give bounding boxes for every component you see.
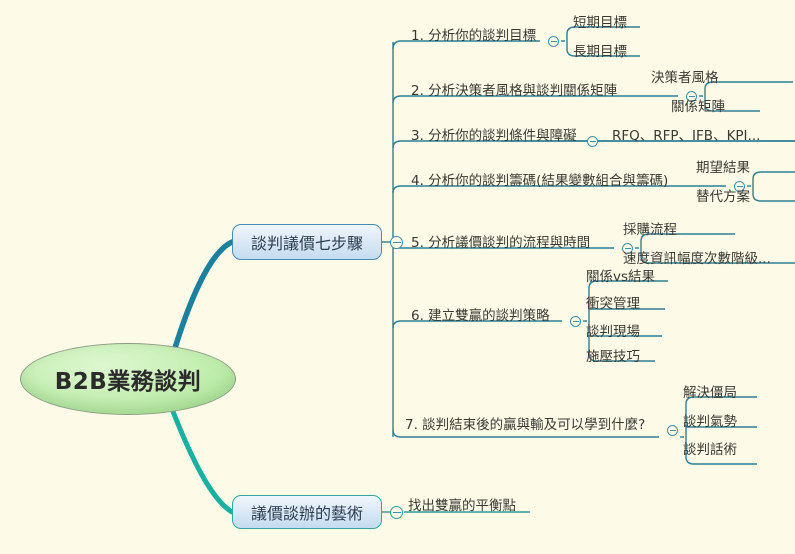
leaf-5-1[interactable]: 採購流程 xyxy=(623,222,677,238)
leaf-2-2[interactable]: 關係矩陣 xyxy=(671,99,725,115)
topic-3-label[interactable]: 3. 分析你的談判條件與障礙 xyxy=(411,128,577,144)
leaf-7-1[interactable]: 解決僵局 xyxy=(683,385,737,401)
topic-collapse-toggle-5[interactable] xyxy=(622,243,633,254)
leaf-7-2[interactable]: 談判氣勢 xyxy=(683,414,737,430)
branch-collapse-toggle-0[interactable] xyxy=(390,236,403,249)
leaf-4-2[interactable]: 替代方案 xyxy=(696,189,750,205)
root-node[interactable]: B2B業務談判 xyxy=(20,343,236,415)
topic-collapse-toggle-1[interactable] xyxy=(548,36,559,47)
topic-6-label[interactable]: 6. 建立雙贏的談判策略 xyxy=(411,308,550,324)
branch-node-negotiation-steps[interactable]: 談判議價七步驟 xyxy=(232,224,382,260)
topic-2-label[interactable]: 2. 分析決策者風格與談判關係矩陣 xyxy=(411,83,618,99)
branch-label: 議價談辦的藝術 xyxy=(250,504,363,523)
leaf-2-1[interactable]: 決策者風格 xyxy=(651,70,719,86)
leaf-3-1[interactable]: RFQ、RFP、IFB、KPI... xyxy=(612,128,761,144)
branch-node-pricing-art[interactable]: 議價談辦的藝術 xyxy=(232,495,382,529)
branch2-topic-1-label[interactable]: 找出雙贏的平衡點 xyxy=(408,498,516,514)
topic-collapse-toggle-4[interactable] xyxy=(734,181,745,192)
topic-collapse-toggle-3[interactable] xyxy=(587,136,598,147)
branch-curve-upper xyxy=(172,239,235,351)
leaf-5-2[interactable]: 速度資訊幅度次數階級... xyxy=(623,251,771,267)
leaf-1-1[interactable]: 短期目標 xyxy=(573,15,627,31)
branch-curve-lower xyxy=(169,406,235,515)
leaf-6-4[interactable]: 施壓技巧 xyxy=(586,349,640,365)
topic-5-label[interactable]: 5. 分析議價談判的流程與時間 xyxy=(411,235,591,251)
topic-collapse-toggle-7[interactable] xyxy=(667,425,678,436)
topic-1-label[interactable]: 1. 分析你的談判目標 xyxy=(411,28,537,44)
branch-collapse-toggle-1[interactable] xyxy=(390,506,403,519)
leaf-7-3[interactable]: 談判話術 xyxy=(683,442,737,458)
topic-collapse-toggle-6[interactable] xyxy=(570,316,581,327)
topic-7-label[interactable]: 7. 談判結束後的贏與輸及可以學到什麼? xyxy=(405,417,646,433)
leaf-1-2[interactable]: 長期目標 xyxy=(573,44,627,60)
topic-collapse-toggle-2[interactable] xyxy=(686,91,697,102)
topic-4-label[interactable]: 4. 分析你的談判籌碼(結果變數組合與籌碼) xyxy=(411,173,669,189)
leaf-6-3[interactable]: 談判現場 xyxy=(586,324,640,340)
leaf-6-1[interactable]: 關係vs結果 xyxy=(586,269,656,285)
leaf-4-1[interactable]: 期望結果 xyxy=(696,160,750,176)
leaf-6-2[interactable]: 衝突管理 xyxy=(586,296,640,312)
branch-label: 談判議價七步驟 xyxy=(250,234,363,253)
root-label: B2B業務談判 xyxy=(54,369,202,395)
